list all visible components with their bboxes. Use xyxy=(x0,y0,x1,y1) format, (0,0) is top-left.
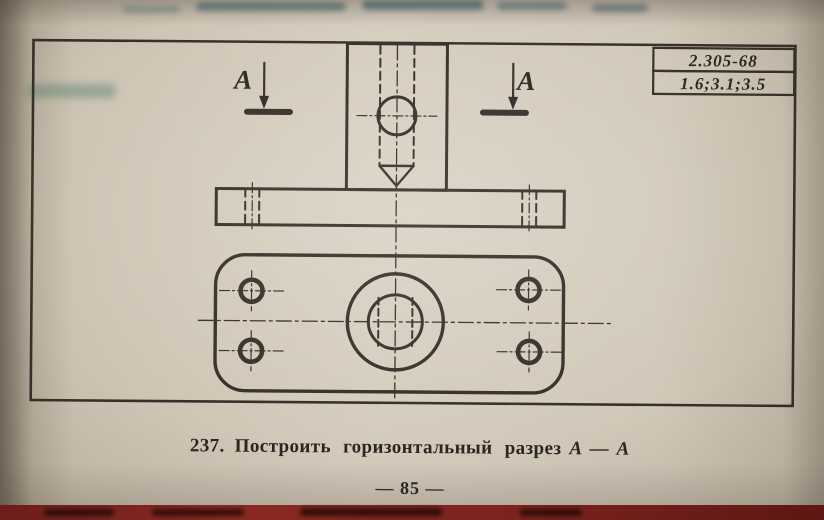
section-arrow-left xyxy=(243,61,293,116)
red-bar-text-blur xyxy=(152,509,244,516)
caption-section-ref: А — А xyxy=(569,438,631,460)
red-bar xyxy=(0,505,824,520)
red-bar-text-blur xyxy=(44,509,114,516)
title-block: 2.305-68 1.6;3.1;3.5 xyxy=(651,46,796,97)
section-arrow-right xyxy=(479,62,529,116)
top-view xyxy=(213,252,566,395)
boss-inner-circle xyxy=(366,293,424,351)
bolt-hole xyxy=(495,269,562,311)
red-bar-text-blur xyxy=(300,508,442,516)
front-view xyxy=(214,41,566,234)
stamp-standard-number: 2.305-68 xyxy=(688,51,758,71)
boss-outer-circle xyxy=(345,272,446,372)
red-bar-text-blur xyxy=(520,509,582,516)
hole-centerlines xyxy=(251,182,530,234)
problem-number: 237. xyxy=(189,435,225,457)
drill-point xyxy=(378,164,415,188)
section-label-left: A xyxy=(232,65,252,95)
centerlines xyxy=(197,44,611,401)
center-hole-hidden-lines xyxy=(377,296,414,348)
stamp-roughness-values: 1.6;3.1;3.5 xyxy=(680,74,766,94)
section-label-right: A xyxy=(515,66,535,96)
bolt-hole xyxy=(218,330,284,372)
hidden-hole-lines xyxy=(244,44,538,228)
bolt-hole xyxy=(218,270,285,312)
bolt-hole xyxy=(496,331,562,373)
caption-text: Построить горизонтальный разрез xyxy=(234,435,562,460)
